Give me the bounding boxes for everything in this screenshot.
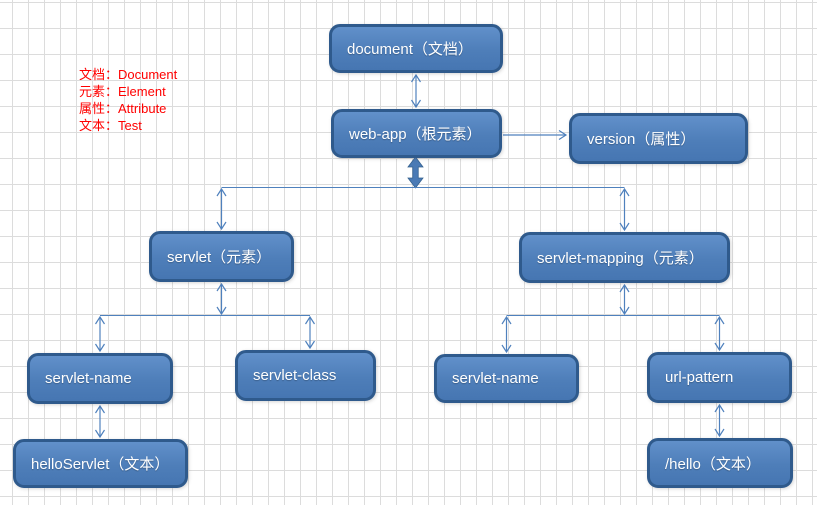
node-web-app-label: web-app（根元素） <box>349 126 482 143</box>
node-servlet-mapping[interactable]: servlet-mapping（元素） <box>519 232 730 283</box>
legend-item-text: 文本：Test <box>79 118 142 133</box>
node-helloservlet-label: helloServlet（文本） <box>31 456 170 473</box>
node-servlet-class-label: servlet-class <box>253 367 337 384</box>
node-url-pattern[interactable]: url-pattern <box>647 352 792 403</box>
node-servlet-class[interactable]: servlet-class <box>235 350 376 401</box>
connector-webapp-branch-thick-arrow[interactable] <box>407 156 424 189</box>
node-hello-value-label: /hello（文本） <box>665 455 761 473</box>
node-url-pattern-label: url-pattern <box>665 369 734 386</box>
node-document-label: document（文档） <box>347 41 473 58</box>
legend: 文档：Document 元素：Element 属性：Attribute 文本：T… <box>79 66 177 134</box>
node-servlet-mapping-label: servlet-mapping（元素） <box>537 250 704 267</box>
node-web-app[interactable]: web-app（根元素） <box>331 109 502 158</box>
node-servlet-name-left-label: servlet-name <box>45 370 132 387</box>
node-servlet-name-right[interactable]: servlet-name <box>434 354 579 403</box>
node-servlet[interactable]: servlet（元素） <box>149 231 294 282</box>
legend-item-document: 文档：Document <box>79 67 178 82</box>
node-hello-value[interactable]: /hello（文本） <box>647 438 793 488</box>
node-servlet-name-right-label: servlet-name <box>452 370 539 387</box>
node-document[interactable]: document（文档） <box>329 24 503 73</box>
node-helloservlet[interactable]: helloServlet（文本） <box>13 439 188 488</box>
node-servlet-label: servlet（元素） <box>167 249 272 266</box>
node-servlet-name-left[interactable]: servlet-name <box>27 353 173 404</box>
node-version[interactable]: version（属性） <box>569 113 748 164</box>
legend-item-attribute: 属性：Attribute <box>79 101 167 116</box>
node-version-label: version（属性） <box>587 131 696 148</box>
legend-item-element: 元素：Element <box>79 84 166 99</box>
